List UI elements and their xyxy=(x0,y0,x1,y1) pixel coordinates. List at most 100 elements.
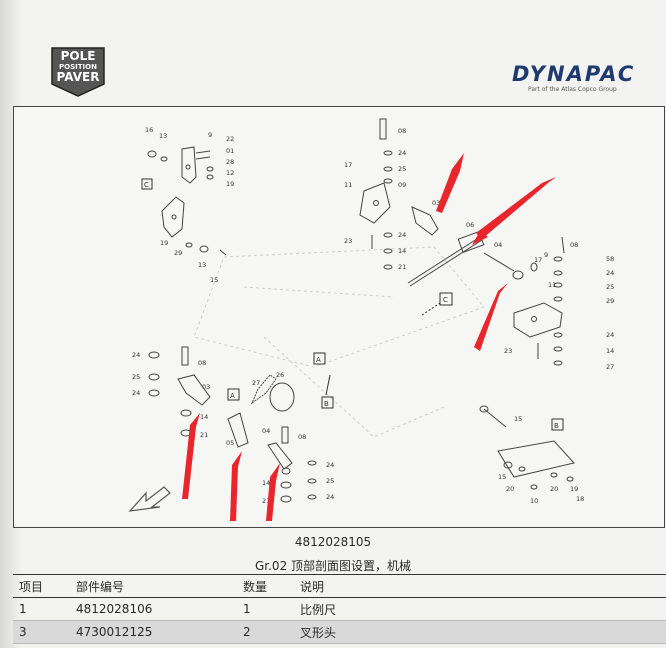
logo-line-paver: PAVER xyxy=(57,70,100,84)
part-number-label: 24 xyxy=(326,461,334,469)
part-number-label: 25 xyxy=(398,165,406,173)
part-number-label: 21 xyxy=(200,431,208,439)
part-number-label: 12 xyxy=(226,169,234,177)
part-number-label: 22 xyxy=(226,135,234,143)
part-number-label: 19 xyxy=(226,180,234,188)
cell-part-number: 4812028106 xyxy=(70,597,237,621)
part-number-label: 20 xyxy=(550,485,558,493)
cell-description: 比例尺 xyxy=(294,597,666,621)
section-marker-box xyxy=(439,292,453,306)
part-number-label: 11 xyxy=(344,181,352,189)
logo-line-position: POSITION xyxy=(59,63,97,71)
cell-quantity: 1 xyxy=(237,597,294,621)
part-number-label: 24 xyxy=(606,331,614,339)
direction-arrow-icon xyxy=(128,486,171,512)
part-number-label: 13 xyxy=(198,261,206,269)
section-marker-label: C xyxy=(443,296,448,304)
part-number-label: 16 xyxy=(145,126,153,134)
part-number-label: 27 xyxy=(606,363,614,371)
parts-table: 项目 部件编号 数量 说明 1 4812028106 1 比例尺 3 47300… xyxy=(13,574,666,644)
section-marker-label: A xyxy=(316,356,321,364)
rod-assembly-top-right xyxy=(359,118,565,366)
part-number-label: 06 xyxy=(466,221,474,229)
document-subtitle: Gr.02 顶部剖面图设置，机械 xyxy=(254,559,412,573)
cell-description: 叉形头 xyxy=(294,620,666,644)
column-header-description: 说明 xyxy=(294,574,666,598)
red-arrow-icon xyxy=(472,231,488,245)
part-number-label: 08 xyxy=(198,359,206,367)
logo-line-pole: POLE xyxy=(61,49,96,63)
part-number-label: 29 xyxy=(174,249,182,257)
section-marker-box xyxy=(313,352,326,365)
part-number-label: 19 xyxy=(570,485,578,493)
part-number-label: 58 xyxy=(606,255,614,263)
part-number-label: 14 xyxy=(606,347,614,355)
document-code: 4812028105 xyxy=(294,535,372,549)
pole-position-paver-logo: POLE POSITION PAVER xyxy=(51,47,105,97)
red-arrow-icon xyxy=(266,463,280,521)
red-arrow-icon xyxy=(476,177,556,239)
part-number-label: 14 xyxy=(262,479,270,487)
part-number-label: 17 xyxy=(344,161,352,169)
part-number-label: 28 xyxy=(226,158,234,166)
part-number-label: 24 xyxy=(132,389,140,397)
part-number-label: 01 xyxy=(226,147,234,155)
part-number-label: 17 xyxy=(534,256,542,264)
cell-quantity: 2 xyxy=(237,620,294,644)
cell-item: 3 xyxy=(13,620,70,644)
part-number-label: 25 xyxy=(606,283,614,291)
part-number-label: 08 xyxy=(298,433,306,441)
part-number-label: 13 xyxy=(159,132,167,140)
red-arrow-icon xyxy=(182,413,200,499)
part-number-label: 15 xyxy=(210,276,218,284)
part-number-label: 08 xyxy=(570,241,578,249)
exploded-parts-diagram: 16 13 9 22 01 28 12 19 19 29 13 15 C xyxy=(13,106,665,528)
part-number-label: 23 xyxy=(504,347,512,355)
part-number-label: 21 xyxy=(262,497,270,505)
part-number-label: 11 xyxy=(548,281,556,289)
section-marker-label: B xyxy=(324,400,329,408)
brand-tagline: Part of the Atlas Copco Group xyxy=(528,86,617,93)
part-number-label: 24 xyxy=(326,493,334,501)
part-number-label: 29 xyxy=(606,297,614,305)
section-marker-box xyxy=(227,388,240,401)
part-number-label: 24 xyxy=(398,149,406,157)
part-number-label: 03 xyxy=(432,199,440,207)
cell-item: 1 xyxy=(13,597,70,621)
column-header-part-number: 部件编号 xyxy=(70,574,237,598)
part-number-label: 9 xyxy=(208,131,212,139)
part-number-label: 03 xyxy=(202,383,210,391)
red-arrow-icon xyxy=(436,153,464,213)
clevis-group-bottom-left xyxy=(148,346,575,503)
section-marker-label: A xyxy=(230,392,235,400)
part-number-label: 25 xyxy=(132,373,140,381)
section-marker-label: B xyxy=(554,422,559,430)
part-number-label: 05 xyxy=(226,439,234,447)
leader-line xyxy=(325,374,331,396)
part-number-label: 25 xyxy=(326,477,334,485)
red-arrow-icon xyxy=(474,283,508,351)
red-annotation-arrows xyxy=(182,153,556,521)
part-number-label: 19 xyxy=(160,239,168,247)
dynapac-brand-name: DYNAPAC xyxy=(512,62,636,86)
section-marker-label: C xyxy=(144,181,149,189)
part-number-label: 15 xyxy=(498,473,506,481)
parts-table-header-row: 项目 部件编号 数量 说明 xyxy=(13,574,666,598)
red-arrow-icon xyxy=(230,451,242,521)
part-number-label: 09 xyxy=(398,181,406,189)
part-number-label: 23 xyxy=(344,237,352,245)
part-number-label: 24 xyxy=(606,269,614,277)
part-number-label: 9 xyxy=(544,251,548,259)
part-number-label: 24 xyxy=(398,231,406,239)
column-header-quantity: 数量 xyxy=(237,574,294,598)
table-row: 1 4812028106 1 比例尺 xyxy=(13,597,666,621)
part-number-label: 21 xyxy=(398,263,406,271)
column-header-item: 项目 xyxy=(13,574,70,598)
cell-part-number: 4730012125 xyxy=(70,620,237,644)
section-marker-box xyxy=(551,418,564,431)
part-number-label: 10 xyxy=(530,497,538,505)
table-row: 3 4730012125 2 叉形头 xyxy=(13,620,666,644)
part-number-label: 26 xyxy=(276,371,284,379)
part-number-label: 18 xyxy=(576,495,584,503)
bracket-group-top-left xyxy=(147,146,227,256)
